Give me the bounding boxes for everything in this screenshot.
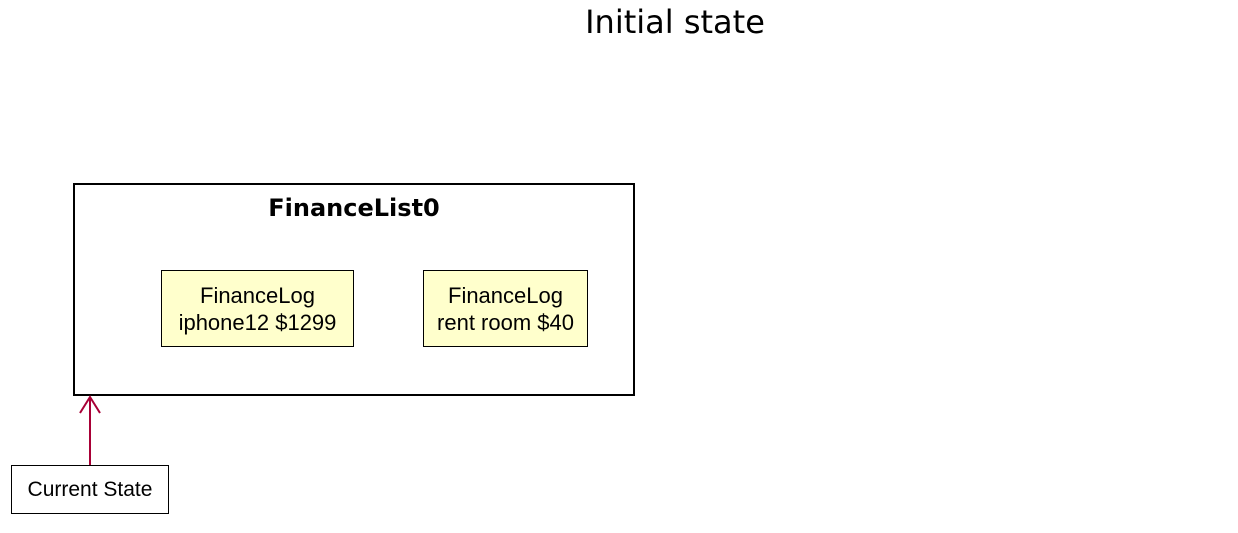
arrow-head-icon — [79, 395, 101, 414]
object-detail-label: iphone12 $1299 — [178, 309, 337, 335]
object-detail-label: rent room $40 — [437, 309, 574, 335]
object-class-label: FinanceLog — [200, 282, 315, 308]
package-label: FinanceList0 — [268, 194, 440, 222]
diagram-title: Initial state — [585, 3, 765, 41]
finance-list-package: FinanceList0 FinanceLog iphone12 $1299 F… — [73, 183, 635, 396]
finance-log-object: FinanceLog rent room $40 — [423, 270, 588, 347]
current-state-box: Current State — [11, 465, 169, 514]
finance-log-object: FinanceLog iphone12 $1299 — [161, 270, 354, 347]
object-class-label: FinanceLog — [448, 282, 563, 308]
